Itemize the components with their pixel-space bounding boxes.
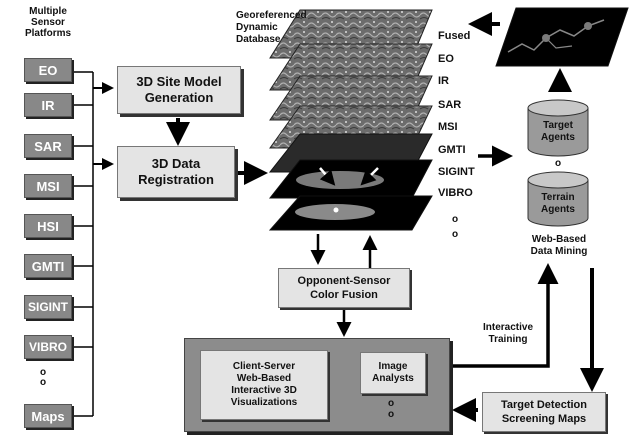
database-title-line-3: Database [236, 34, 281, 45]
data-mining-line-2: Data Mining [530, 246, 588, 257]
layer-label-gmti: GMTI [438, 144, 466, 156]
sensor-title-line-2: Sensor [31, 17, 65, 28]
agents-separator: o [554, 158, 562, 169]
sensor-sar: SAR [24, 134, 72, 158]
data-mining-cylinders [527, 99, 589, 227]
screening-maps-box: Target Detection Screening Maps [482, 392, 606, 432]
sensor-eo: EO [24, 58, 72, 82]
site-model-line-2: Generation [144, 90, 214, 105]
screening-maps-line-1: Target Detection [501, 399, 587, 411]
color-fusion-line-2: Color Fusion [310, 289, 378, 301]
site-model-line-1: 3D Site Model [136, 74, 222, 89]
data-mining-label: Web-Based Data Mining [518, 234, 600, 258]
image-analysts-box: Image Analysts [360, 352, 426, 394]
layer-label-sigint: SIGINT [438, 166, 475, 178]
sensor-msi: MSI [24, 174, 72, 198]
arrow-training-to-mining [452, 263, 559, 368]
site-model-generation-box: 3D Site Model Generation [117, 66, 241, 114]
visualizations-line-1: Client-Server [232, 361, 296, 372]
bus-to-process-arrows [93, 82, 114, 170]
sensor-platforms-title: Multiple Sensor Platforms [14, 6, 82, 39]
image-analysts-line-1: Image [378, 361, 408, 372]
image-analysts-line-2: Analysts [372, 373, 414, 384]
interactive-training-line-1: Interactive [482, 322, 534, 333]
sensor-title-line-1: Multiple [29, 6, 67, 17]
layer-label-vibro: VIBRO [438, 187, 473, 199]
database-title-line-1: Georeferenced [236, 10, 307, 21]
terrain-agents-label: Terrain Agents [528, 192, 588, 216]
target-agents-line-2: Agents [541, 132, 575, 143]
layer-label-ir: IR [438, 75, 449, 87]
sensor-ellipsis: o o [40, 367, 47, 388]
interactive-training-label: Interactive Training [472, 322, 544, 346]
interactive-training-line-2: Training [488, 334, 528, 345]
target-agents-line-1: Target [543, 120, 573, 131]
sensor-bus [72, 71, 94, 417]
layer-label-fused: Fused [438, 30, 471, 42]
sensor-gmti: GMTI [24, 254, 72, 278]
layer-label-sar: SAR [438, 99, 462, 111]
layer-label-eo: EO [438, 53, 454, 65]
terrain-agents-line-1: Terrain [541, 192, 575, 203]
database-title: Georeferenced Dynamic Database [236, 10, 307, 46]
color-fusion-box: Opponent-Sensor Color Fusion [278, 268, 410, 308]
target-agents-label: Target Agents [528, 120, 588, 144]
screening-maps-line-2: Screening Maps [501, 413, 587, 425]
database-title-line-2: Dynamic [236, 22, 278, 33]
visualizations-line-3: Interactive 3D [231, 385, 297, 396]
registration-line-1: 3D Data [151, 156, 201, 171]
sensor-vibro: VIBRO [24, 335, 72, 359]
sensor-title-line-3: Platforms [24, 28, 72, 39]
visualizations-box: Client-Server Web-Based Interactive 3D V… [200, 350, 328, 420]
sensor-hsi: HSI [24, 214, 72, 238]
fused-output-map [495, 7, 629, 67]
visualizations-line-4: Visualizations [230, 397, 298, 408]
sensor-ir: IR [24, 93, 72, 117]
color-fusion-line-1: Opponent-Sensor [297, 275, 391, 287]
sensor-sigint: SIGINT [24, 295, 72, 319]
terrain-agents-line-2: Agents [541, 204, 575, 215]
data-mining-line-1: Web-Based [531, 234, 587, 245]
layer-label-msi: MSI [438, 121, 458, 133]
sensor-maps: Maps [24, 404, 72, 428]
database-layer-ellipsis: o o [452, 214, 459, 240]
visualizations-line-2: Web-Based [236, 373, 292, 384]
analysts-ellipsis: o o [388, 398, 395, 420]
data-registration-box: 3D Data Registration [117, 146, 235, 198]
database-layer-stack [268, 9, 433, 231]
registration-line-2: Registration [138, 172, 214, 187]
